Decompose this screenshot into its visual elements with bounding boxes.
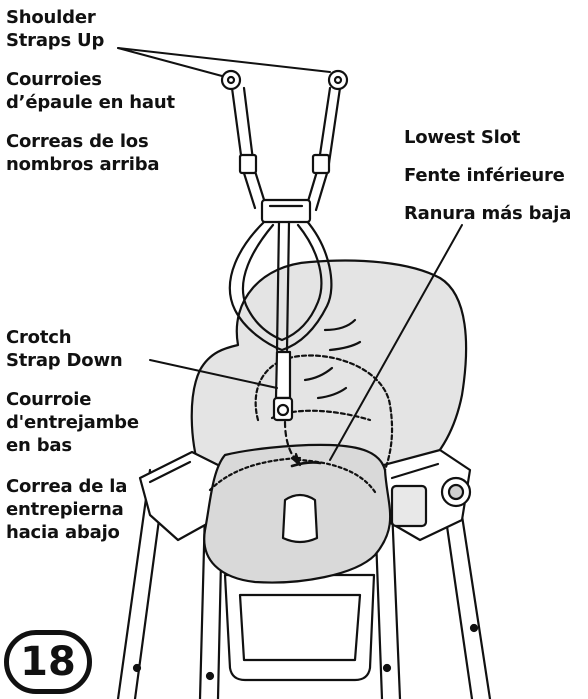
right-shoulder-strap xyxy=(306,88,330,208)
shoulder-label-fr: Courroies d’épaule en haut xyxy=(6,68,175,114)
page-number-badge: 18 xyxy=(4,630,92,694)
slot-label-es: Ranura más baja xyxy=(404,202,571,225)
left-strap-ring xyxy=(222,71,240,89)
crotch-label-en: Crotch Strap Down xyxy=(6,326,123,372)
slot-label-fr: Fente inférieure xyxy=(404,164,565,187)
crotch-strap xyxy=(276,352,290,398)
shoulder-label-es: Correas de los nombros arriba xyxy=(6,130,159,176)
page-number: 18 xyxy=(20,639,76,685)
harness-buckle xyxy=(262,200,310,222)
shoulder-label-en: Shoulder Straps Up xyxy=(6,6,104,52)
slot-label-en: Lowest Slot xyxy=(404,126,520,149)
crotch-label-es: Correa de la entrepierna hacia abajo xyxy=(6,475,127,544)
footrest xyxy=(225,575,374,680)
crotch-post xyxy=(283,495,317,542)
crotch-label-fr: Courroie d'entrejambe en bas xyxy=(6,388,139,457)
right-strap-ring xyxy=(329,71,347,89)
